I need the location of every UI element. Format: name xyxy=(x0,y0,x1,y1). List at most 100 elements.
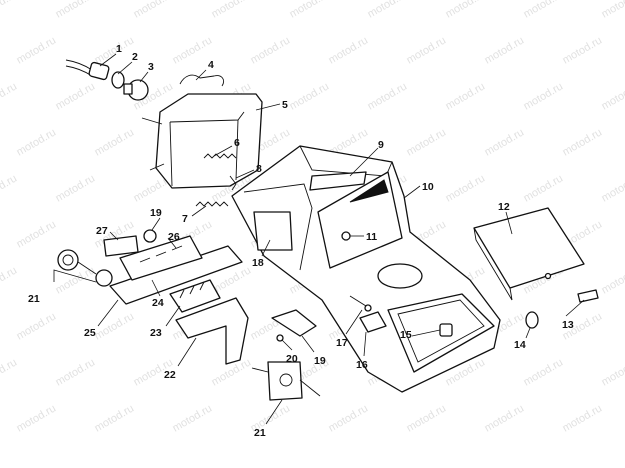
switch-block xyxy=(119,235,203,281)
callout-1: 1 xyxy=(116,43,122,55)
watermark-text: motod.ru xyxy=(93,310,137,342)
lid-bolt xyxy=(577,289,599,303)
watermark-text: motod.ru xyxy=(522,80,566,112)
watermark-text: motod.ru xyxy=(93,126,137,158)
side-decal xyxy=(253,211,293,251)
callout-22: 22 xyxy=(164,369,176,381)
watermark-text: motod.ru xyxy=(366,0,410,21)
switch-decal xyxy=(103,235,139,257)
watermark-text: motod.ru xyxy=(210,0,254,21)
watermark-text: motod.ru xyxy=(600,264,625,296)
watermark-text: motod.ru xyxy=(0,356,19,388)
console-front-edge xyxy=(243,183,313,271)
watermark-text: motod.ru xyxy=(444,80,488,112)
socket-retainer xyxy=(111,71,125,89)
watermark-text: motod.ru xyxy=(561,126,605,158)
callout-12: 12 xyxy=(498,201,510,213)
lid-hole xyxy=(544,272,552,280)
watermark-text: motod.ru xyxy=(15,218,59,250)
callout-13: 13 xyxy=(562,319,574,331)
gauge-opening xyxy=(377,263,423,289)
housing-edge-3 xyxy=(235,119,239,181)
bulb-base xyxy=(123,83,133,95)
tray-rim xyxy=(397,299,485,363)
screw-head xyxy=(364,304,372,312)
adjuster-spring-upper xyxy=(203,153,237,159)
watermark-text: motod.ru xyxy=(600,80,625,112)
watermark-text: motod.ru xyxy=(483,34,527,66)
callout-4: 4 xyxy=(208,59,214,71)
watermark-text: motod.ru xyxy=(0,172,19,204)
callout-3: 3 xyxy=(148,61,154,73)
callout-6: 6 xyxy=(234,137,240,149)
fuse-block xyxy=(169,279,221,313)
lid-panel xyxy=(473,207,585,289)
watermark-text: motod.ru xyxy=(405,34,449,66)
watermark-text: motod.ru xyxy=(54,0,98,21)
headlight-assembly xyxy=(65,59,263,207)
watermark-text: motod.ru xyxy=(15,34,59,66)
lower-switch-body xyxy=(267,361,303,401)
watermark-text: motod.ru xyxy=(54,80,98,112)
callout-2: 2 xyxy=(132,51,138,63)
watermark-text: motod.ru xyxy=(0,80,19,112)
adjuster-spring-lower xyxy=(195,201,229,207)
callout-14: 14 xyxy=(514,339,526,351)
callout-23: 23 xyxy=(150,327,162,339)
callout-20: 20 xyxy=(286,353,298,365)
callout-10: 10 xyxy=(422,181,434,193)
switch-panel-assembly xyxy=(57,229,321,401)
callout-19b: 19 xyxy=(314,355,326,367)
switch-link xyxy=(77,261,97,275)
callout-19a: 19 xyxy=(150,207,162,219)
lid-thickness xyxy=(473,227,513,301)
leader-lines xyxy=(53,53,585,425)
ignition-keyhole xyxy=(62,254,74,266)
callout-11: 11 xyxy=(366,231,377,243)
watermark-text: motod.ru xyxy=(366,80,410,112)
bracket-fastener xyxy=(276,334,284,342)
lower-switch-lead xyxy=(299,379,321,397)
watermark-text: motod.ru xyxy=(561,34,605,66)
callout-18: 18 xyxy=(252,257,264,269)
wire-connector xyxy=(271,309,317,337)
switch-knob xyxy=(95,269,113,287)
callout-5: 5 xyxy=(282,99,288,111)
callout-layer: 1 2 3 4 5 6 7 8 9 10 11 12 13 14 15 16 1… xyxy=(28,43,574,439)
callout-27: 27 xyxy=(96,225,108,237)
console-body xyxy=(231,145,501,393)
watermark-text: motod.ru xyxy=(483,126,527,158)
fuse-pins xyxy=(179,281,205,299)
adjuster-screw xyxy=(229,175,237,191)
console-screw xyxy=(349,295,367,307)
callout-26: 26 xyxy=(168,231,180,243)
callout-15: 15 xyxy=(400,329,412,341)
watermark-text: motod.ru xyxy=(327,402,371,434)
watermark-text: motod.ru xyxy=(171,402,215,434)
watermark-text: motod.ru xyxy=(93,402,137,434)
bulb-socket xyxy=(88,61,110,81)
watermark-text: motod.ru xyxy=(444,172,488,204)
watermark-text: motod.ru xyxy=(15,126,59,158)
callout-21a: 21 xyxy=(28,293,40,305)
watermark-text: motod.ru xyxy=(522,172,566,204)
window-fastener xyxy=(341,231,351,241)
switch-cap xyxy=(143,229,157,243)
lower-switch-wire xyxy=(251,367,269,373)
watermark-text: motod.ru xyxy=(327,34,371,66)
watermark-text: motod.ru xyxy=(54,356,98,388)
watermark-text: motod.ru xyxy=(15,402,59,434)
socket-wire xyxy=(65,59,93,71)
watermark-text: motod.ru xyxy=(249,34,293,66)
watermark-text: motod.ru xyxy=(600,172,625,204)
callout-9: 9 xyxy=(378,139,384,151)
housing-edge-2 xyxy=(169,121,173,187)
watermark-text: motod.ru xyxy=(0,264,19,296)
headlight-housing xyxy=(155,93,263,189)
lower-skirt-clip xyxy=(359,311,387,333)
instrument-window xyxy=(317,171,403,269)
upper-decal xyxy=(309,171,367,191)
window-shade xyxy=(349,179,389,203)
switch-slots xyxy=(139,245,183,263)
